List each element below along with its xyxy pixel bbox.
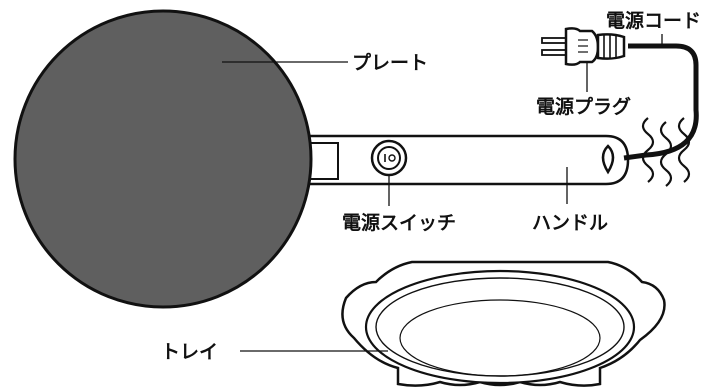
heat-waves	[641, 117, 691, 187]
tray-label: トレイ	[161, 341, 218, 363]
power-plug	[541, 27, 626, 66]
plate-label: プレート	[352, 51, 428, 74]
power-cord	[623, 43, 699, 161]
power-cord-label: 電源コード	[606, 9, 701, 32]
power-switch	[370, 139, 408, 177]
power-switch-label: 電源スイッチ	[342, 211, 456, 234]
handle	[298, 134, 630, 186]
handle-label: ハンドル	[532, 212, 608, 234]
tray	[341, 260, 666, 387]
power-plug-label: 電源プラグ	[536, 95, 631, 118]
plate	[13, 9, 313, 309]
